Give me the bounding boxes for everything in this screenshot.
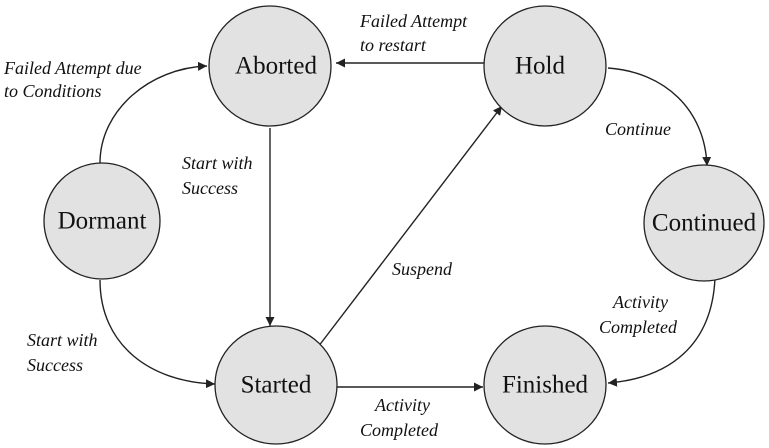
node-finished-label: Finished <box>502 372 589 399</box>
edge-dormant-to-aborted <box>99 61 208 164</box>
label-started-to-finished: Activity Completed <box>360 395 439 440</box>
edge-hold-to-continued <box>607 67 712 167</box>
node-finished: Finished <box>483 325 607 445</box>
label-started-to-hold: Suspend <box>392 259 453 279</box>
node-aborted: Aborted <box>208 5 332 127</box>
label-hold-to-continued: Continue <box>605 119 671 139</box>
edge-continued-to-finished <box>607 277 716 387</box>
node-started-label: Started <box>241 372 312 399</box>
label-hold-to-aborted: Failed Attempt to restart <box>359 11 472 55</box>
label-aborted-to-started: Start with Success <box>182 153 257 198</box>
node-hold-label: Hold <box>515 53 566 80</box>
node-aborted-label: Aborted <box>235 53 317 80</box>
node-continued-label: Continued <box>652 210 757 237</box>
node-dormant-label: Dormant <box>58 208 147 235</box>
edge-started-to-hold <box>317 105 503 348</box>
label-dormant-to-started: Start with Success <box>27 330 102 375</box>
label-dormant-to-aborted: Failed Attempt due to Conditions <box>3 58 146 101</box>
node-started: Started <box>214 325 338 445</box>
edge-dormant-to-started <box>99 279 216 389</box>
node-continued: Continued <box>643 164 765 282</box>
label-continued-to-finished: Activity Completed <box>599 292 678 337</box>
node-hold: Hold <box>483 5 607 127</box>
node-dormant: Dormant <box>43 162 161 280</box>
